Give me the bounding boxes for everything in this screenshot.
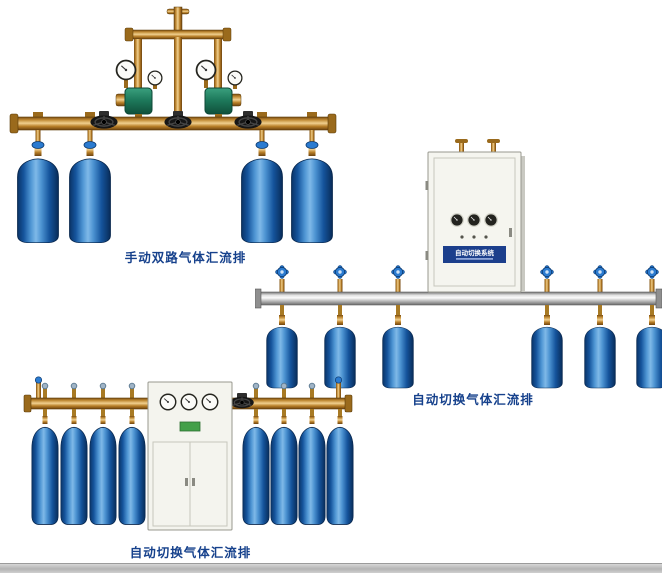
valve-handwheel bbox=[593, 265, 607, 279]
gas-cylinder bbox=[382, 326, 414, 389]
valve-handwheel bbox=[645, 265, 659, 279]
valve-handwheel bbox=[275, 265, 289, 279]
pressure-regulator bbox=[115, 59, 163, 119]
pipe-valves bbox=[275, 265, 659, 292]
page-bottom-divider bbox=[0, 563, 662, 573]
inlet-assembly bbox=[124, 6, 232, 117]
product-caption-manual-dual: 手动双路气体汇流排 bbox=[124, 251, 247, 265]
cylinder-connection bbox=[279, 305, 655, 325]
cylinder-connection bbox=[31, 130, 45, 156]
gas-cylinder bbox=[89, 426, 117, 525]
cabinet-handle bbox=[509, 228, 512, 237]
control-cabinet bbox=[147, 381, 233, 531]
cylinder-connection bbox=[255, 130, 269, 156]
hand-valve bbox=[163, 111, 193, 130]
gas-cylinder bbox=[326, 426, 354, 525]
product-caption-auto-switch-1: 自动切换气体汇流排 bbox=[412, 393, 534, 407]
valve-handwheel bbox=[391, 265, 405, 279]
pressure-gauge bbox=[159, 393, 177, 411]
gas-cylinder bbox=[531, 326, 563, 389]
pressure-gauge bbox=[195, 59, 217, 81]
product-caption-auto-switch-2: 自动切换气体汇流排 bbox=[129, 546, 252, 560]
pressure-gauge bbox=[115, 59, 137, 81]
pressure-regulator bbox=[195, 59, 243, 119]
pressure-gauge bbox=[180, 393, 198, 411]
pressure-gauge bbox=[467, 213, 481, 227]
valve-handwheel bbox=[163, 114, 193, 130]
valve-handwheel bbox=[333, 265, 347, 279]
hand-valve bbox=[233, 111, 263, 130]
auto-switch-manifold-image: 自动切换系统 bbox=[255, 139, 662, 389]
gas-cylinder bbox=[31, 426, 59, 525]
cabinet-label-text: 自动切换系统 bbox=[455, 248, 495, 257]
gas-cylinder bbox=[60, 426, 88, 525]
hand-valve bbox=[89, 111, 119, 130]
pressure-gauge bbox=[484, 213, 498, 227]
pressure-gauge bbox=[147, 70, 163, 86]
valve-handwheel bbox=[540, 265, 554, 279]
pressure-gauge bbox=[201, 393, 219, 411]
gas-cylinder bbox=[69, 158, 111, 244]
valve-handwheel bbox=[89, 114, 119, 130]
hand-valve bbox=[229, 393, 255, 409]
gas-cylinder bbox=[584, 326, 616, 389]
manual-dual-manifold-image bbox=[9, 6, 337, 244]
auto-switch-manifold-image-2 bbox=[23, 376, 354, 531]
valve-handwheel bbox=[229, 396, 255, 409]
pipe-valves bbox=[34, 376, 343, 398]
gas-cylinder bbox=[270, 426, 298, 525]
cylinder-connection bbox=[42, 409, 343, 424]
cabinet-top-valves bbox=[455, 139, 500, 153]
pressure-gauge bbox=[450, 213, 464, 227]
gas-cylinder bbox=[636, 326, 662, 389]
cabinet-indicator bbox=[179, 421, 201, 432]
gas-cylinder bbox=[298, 426, 326, 525]
cylinder-connection bbox=[83, 130, 97, 156]
valve-handwheel bbox=[233, 114, 263, 130]
cabinet-handle bbox=[185, 478, 188, 486]
control-cabinet: 自动切换系统 bbox=[425, 139, 525, 293]
gas-cylinder bbox=[242, 426, 270, 525]
cylinder-connection bbox=[305, 130, 319, 156]
cabinet-handle bbox=[192, 478, 195, 486]
gas-cylinder bbox=[118, 426, 146, 525]
gas-cylinder bbox=[17, 158, 59, 244]
pressure-gauge bbox=[227, 70, 243, 86]
